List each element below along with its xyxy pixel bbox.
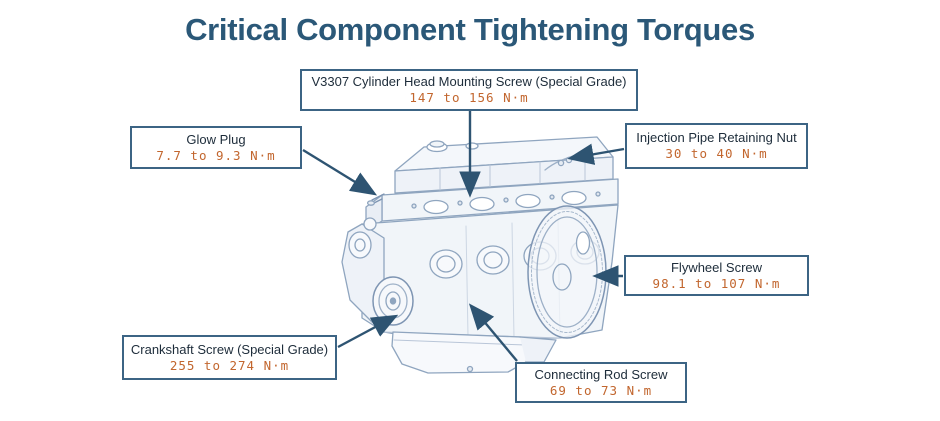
callout-flywheel-screw: Flywheel Screw 98.1 to 107 N·m [624,255,809,296]
callout-glow-plug: Glow Plug 7.7 to 9.3 N·m [130,126,302,169]
callout-cylinder-head-screw: V3307 Cylinder Head Mounting Screw (Spec… [300,69,638,111]
callout-connecting-rod-screw: Connecting Rod Screw 69 to 73 N·m [515,362,687,403]
callout-injection-pipe-nut: Injection Pipe Retaining Nut 30 to 40 N·… [625,123,808,169]
callout-torque-value: 255 to 274 N·m [169,357,290,373]
callout-torque-value: 147 to 156 N·m [409,90,529,106]
callout-torque-value: 98.1 to 107 N·m [652,275,781,291]
callout-torque-value: 7.7 to 9.3 N·m [156,147,276,163]
callout-torque-value: 30 to 40 N·m [665,146,768,162]
callout-label: Injection Pipe Retaining Nut [636,130,797,146]
callout-label: Flywheel Screw [670,259,763,275]
arrow-connecting-rod-screw [468,303,518,362]
callout-label: V3307 Cylinder Head Mounting Screw (Spec… [311,74,627,90]
callout-torque-value: 69 to 73 N·m [549,382,653,398]
arrow-crankshaft-screw [337,314,399,349]
arrow-injection-pipe-nut [567,143,625,165]
callout-crankshaft-screw: Crankshaft Screw (Special Grade) 255 to … [122,335,337,380]
page-title: Critical Component Tightening Torques [185,12,755,47]
callout-label: Crankshaft Screw (Special Grade) [130,341,329,357]
arrow-glow-plug [302,148,378,196]
callout-label: Glow Plug [186,131,246,147]
callout-label: Connecting Rod Screw [534,366,668,382]
